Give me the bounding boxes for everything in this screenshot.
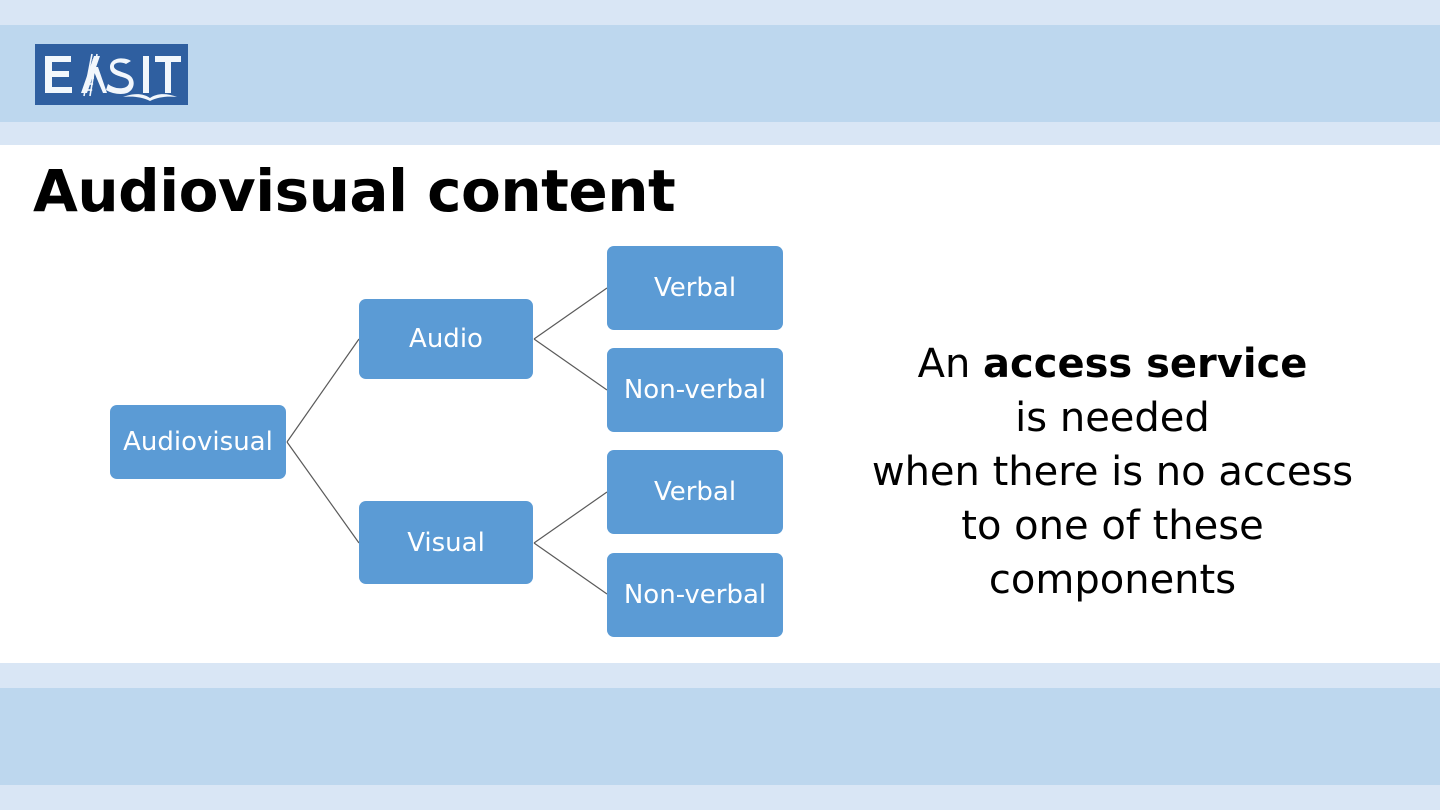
node-audio-verbal[interactable]: Verbal [607,246,783,330]
connector-audio-nonverbal [533,338,608,391]
node-visual-verbal[interactable]: Verbal [607,450,783,534]
caption-line-1: An access service [815,337,1410,391]
node-visual-non-verbal[interactable]: Non-verbal [607,553,783,637]
easit-logo-graphic [45,53,181,101]
footer-band-light-bottom [0,785,1440,810]
header-band-light-top [0,0,1440,25]
header-band [0,25,1440,122]
connector-audio-verbal [533,287,608,340]
connector-visual-verbal [533,491,608,544]
footer-band [0,688,1440,785]
connector-root-visual [286,441,360,544]
easit-logo [35,44,188,105]
node-visual[interactable]: Visual [359,501,533,584]
caption-line-5: components [988,557,1237,603]
node-audio-non-verbal[interactable]: Non-verbal [607,348,783,432]
caption-line-4: to one of these [961,503,1264,549]
connector-root-audio [286,338,360,443]
footer-band-light-top [0,663,1440,688]
node-audio[interactable]: Audio [359,299,533,379]
caption-emphasis: access service [983,341,1308,387]
header-band-light-bottom [0,122,1440,145]
caption-line-3: when there is no access [871,449,1354,495]
caption-line-2: is needed [1015,395,1210,441]
node-audiovisual[interactable]: Audiovisual [110,405,286,479]
tree-connector-lines [286,287,608,595]
page-title: Audiovisual content [33,157,676,225]
caption-line-1-prefix: An [917,341,984,387]
access-service-caption: An access service is needed when there i… [815,337,1410,607]
connector-visual-nonverbal [533,542,608,595]
audiovisual-tree-diagram: Audiovisual Audio Visual Verbal Non-verb… [110,246,783,637]
